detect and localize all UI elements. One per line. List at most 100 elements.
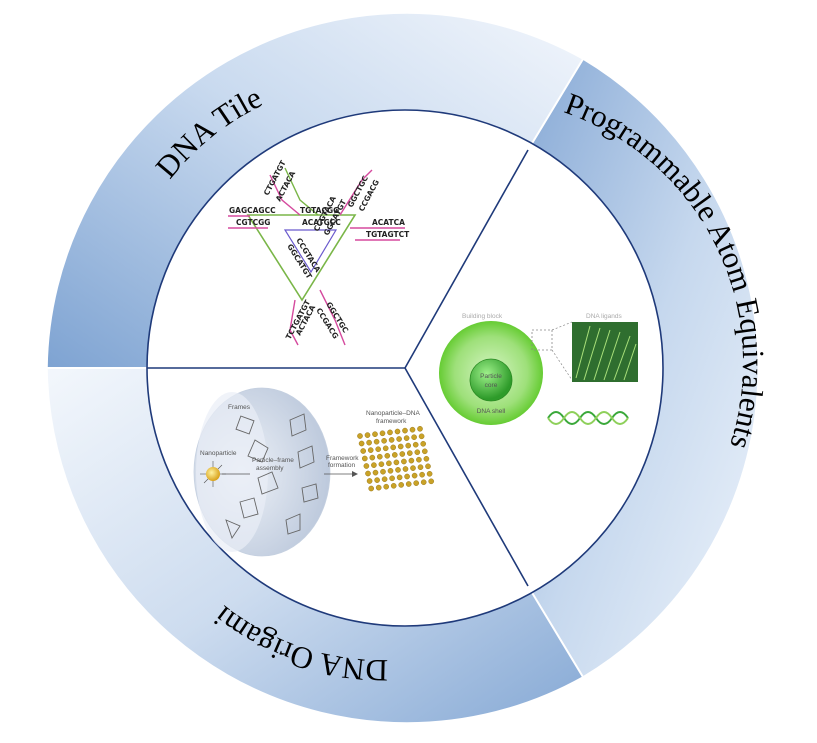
pae-building-block-label: Building block [462,313,503,320]
lattice-particle [411,472,418,479]
lattice-particle [421,448,428,455]
lattice-particle [409,426,416,433]
lattice-particle [375,446,382,453]
pae-ligand-image [572,322,638,382]
origami-formation-label-2: formation [328,462,355,469]
lattice-particle [369,454,376,461]
tile-arm-top-green [284,167,319,216]
lattice-particle [381,476,388,483]
lattice-particle [425,463,431,470]
lattice-particle [418,433,425,440]
lattice-particle [396,474,403,481]
origami-arrow-2-head [352,471,358,477]
lattice-particle [399,451,406,457]
lattice-particle [382,445,389,452]
lattice-particle [360,448,367,454]
tile-arm-left [228,215,268,229]
pae-ligand-texture [575,325,637,381]
origami-framework-title-2: framework [376,418,407,425]
lattice-particle [391,452,398,458]
lattice-particle [402,427,408,434]
lattice-particle [393,459,400,466]
pae-particle-core-label-1: Particle [480,373,502,380]
lattice-particle [412,441,419,448]
lattice-particle [402,466,409,472]
lattice-particle [368,485,375,492]
lattice-particle [390,444,397,451]
lattice-particle [365,470,371,477]
lattice-particle [388,437,395,443]
lattice-particle [420,440,427,447]
tile-triangle-strand [246,214,357,302]
lattice-particle [372,469,379,476]
tile-seq-10: TGTAGTCT [366,230,410,239]
lattice-particle [383,483,390,490]
ring-divider-tile-pae [527,58,584,151]
lattice-particle [410,465,416,471]
lattice-particle [389,475,395,482]
lattice-particle [413,480,420,486]
lattice-particle [372,431,378,438]
lattice-particle [387,467,394,474]
lattice-particle [417,425,423,432]
lattice-particle [408,457,415,464]
tile-seq-9: ACATCA [372,218,405,227]
lattice-particle [367,447,374,453]
lattice-particle [366,439,372,446]
lattice-particle [361,455,368,462]
lattice-particle [426,470,433,477]
pae-zoom-box [531,329,553,351]
lattice-particle [398,482,405,488]
lattice-particle [384,452,391,459]
lattice-particle [387,429,393,436]
tile-seq-5: TGTACGG [300,206,339,215]
origami-nanoparticle-ligands [200,461,226,487]
lattice-particle [401,458,407,465]
origami-nanoparticle [206,467,220,481]
lattice-particle [404,473,410,480]
tile-arm-right [350,227,405,241]
tile-seq-6: ACATGCC [302,218,341,227]
lattice-particle [428,478,435,485]
origami-framework-lattice [357,425,435,492]
origami-framework-title-1: Nanoparticle–DNA [366,410,420,417]
lattice-particle [386,460,392,467]
lattice-particle [416,456,422,463]
lattice-particle [366,478,373,484]
tile-seq-4: CGTCGG [236,218,270,227]
tile-inner-triangle [283,229,338,274]
pae-particle-core [469,358,513,402]
lattice-particle [364,432,371,438]
pae-zoom-line-1 [551,321,573,331]
pae-dna-shell-label: DNA shell [477,408,506,415]
pae-particle-core-label-2: core [485,382,498,389]
pae-diagram: Building block DNA ligands Particle core… [439,313,638,425]
lattice-particle [357,433,363,439]
lattice-particle [405,442,412,449]
pae-dna-helix-a [547,411,629,425]
lattice-particle [417,464,424,471]
pae-dna-ligands-label: DNA ligands [586,313,623,320]
lattice-particle [390,482,397,489]
ring-divider-pae-origami [527,585,584,678]
lattice-particle [375,484,382,491]
lattice-particle [405,481,412,487]
tile-arm-bottomright [319,289,346,346]
inner-divider-bottom [404,367,529,587]
lattice-particle [397,443,404,450]
lattice-particle [396,436,402,442]
lattice-particle [381,437,387,444]
lattice-particle [411,434,417,441]
origami-assembly-label-2: assembly [256,465,284,472]
lattice-particle [394,428,401,435]
lattice-particle [406,450,413,456]
lattice-particle [414,449,421,456]
lattice-particle [358,440,365,447]
lattice-particle [395,467,401,473]
tile-arm-top [269,174,301,216]
lattice-particle [378,461,385,468]
tile-seq-3: GAGCAGCC [229,206,276,215]
lattice-particle [374,477,380,483]
origami-frames [225,413,319,540]
lattice-particle [420,479,427,486]
